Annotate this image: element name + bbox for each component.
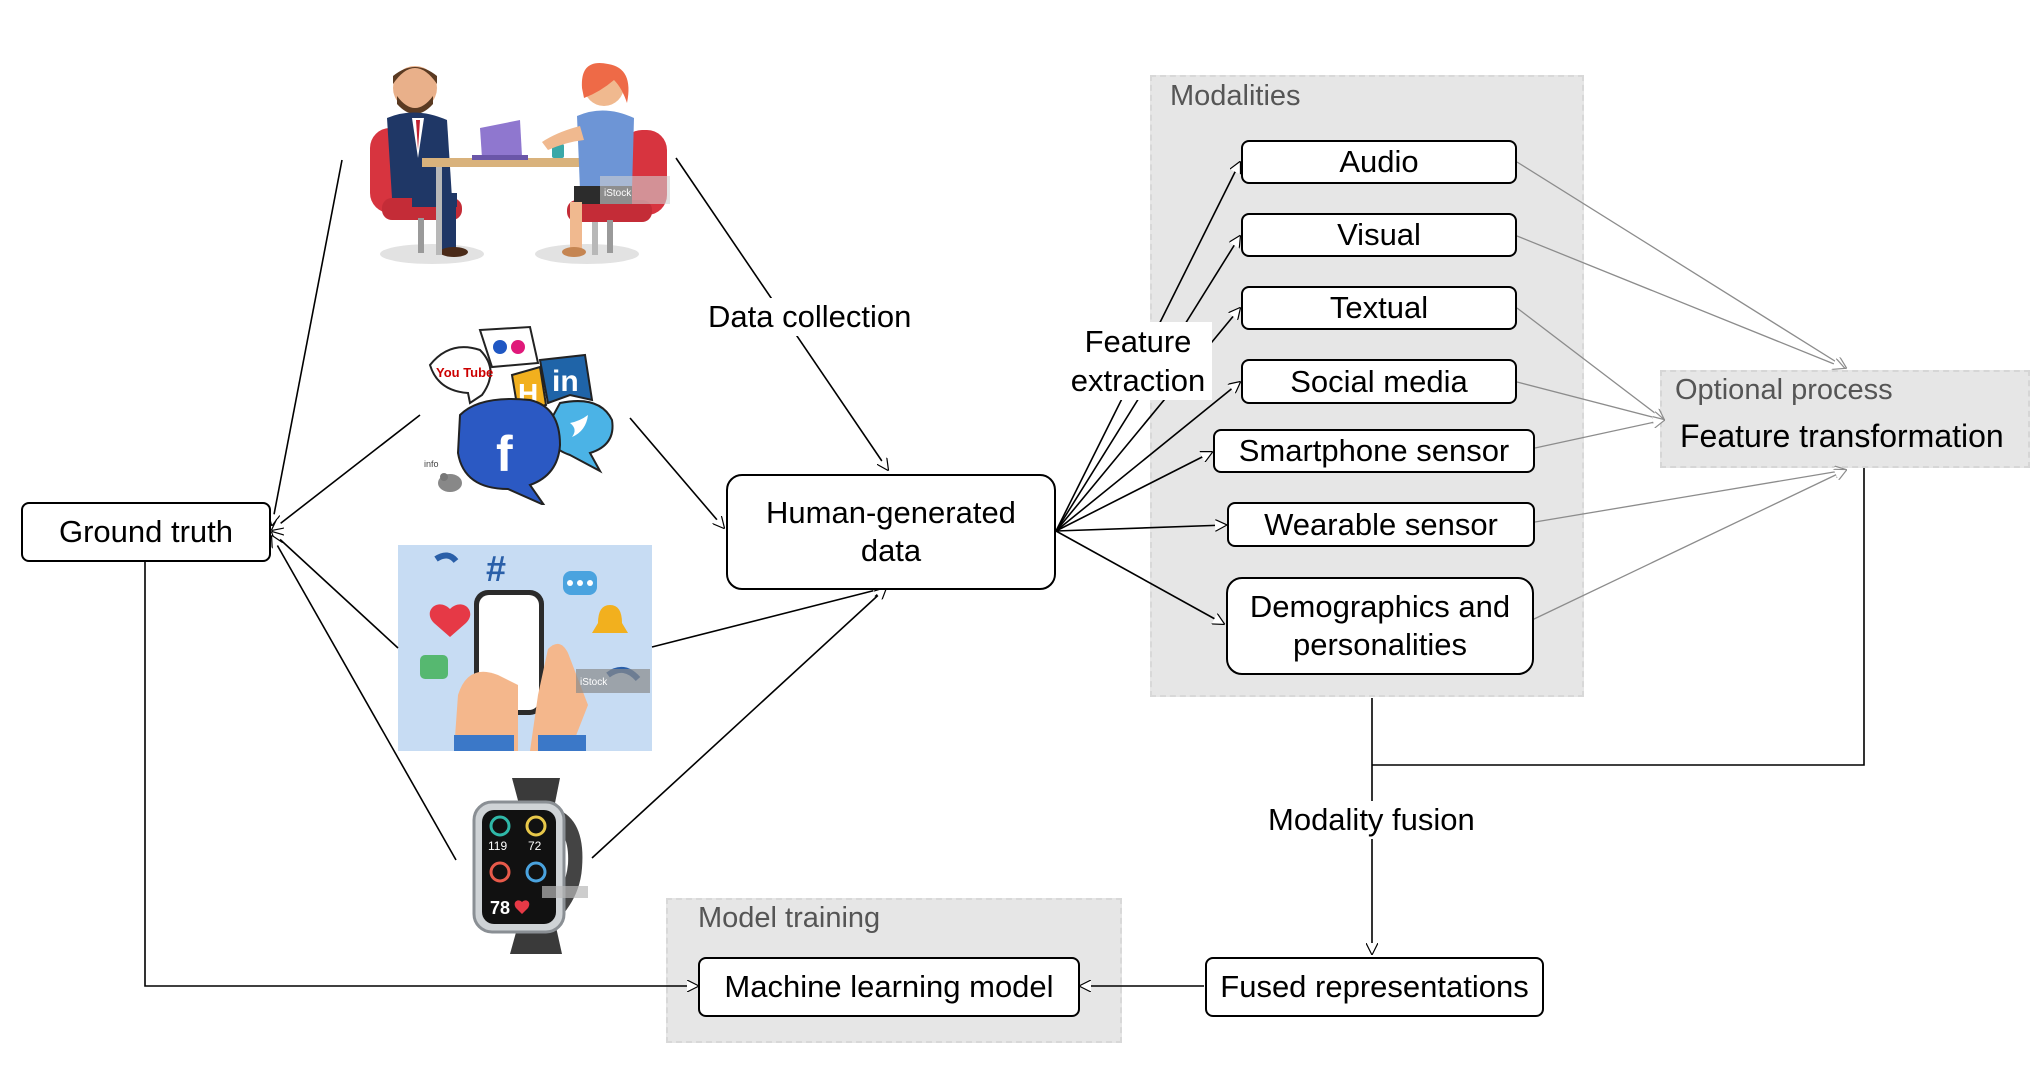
- edge-data-to-demographics: [1055, 530, 1224, 624]
- wearable-sensor-node: Wearable sensor: [1227, 502, 1535, 547]
- edge-social-media-to-transformation: [1516, 381, 1664, 420]
- edge-phone-to-ground-truth: [272, 532, 399, 649]
- visual-node: Visual: [1241, 213, 1517, 257]
- data-collection-label: Data collection: [708, 298, 912, 336]
- edge-data-to-wearable-sensor: [1055, 525, 1226, 532]
- modality-fusion-label: Modality fusion: [1268, 801, 1475, 839]
- watch-readout-3: 78: [490, 898, 510, 918]
- social-apps-illustration: You Tube in H f info: [420, 325, 630, 505]
- edge-watch-to-ground-truth: [272, 536, 457, 861]
- demographics-node: Demographics and personalities: [1226, 577, 1534, 675]
- watch-readout-1: 119: [488, 839, 507, 853]
- interview-illustration: iStock: [352, 58, 674, 280]
- model-training-title: Model training: [698, 902, 881, 934]
- linkedin-logo: in: [552, 365, 579, 398]
- edge-data-to-social-media: [1055, 382, 1240, 532]
- textual-node: Textual: [1241, 286, 1517, 330]
- edge-social-to-ground-truth: [272, 414, 421, 530]
- edge-demographics-to-transformation: [1531, 470, 1846, 621]
- ground-truth-node: Ground truth: [21, 502, 271, 562]
- edge-phone-to-human-data: [651, 588, 884, 648]
- facebook-logo: f: [496, 426, 513, 482]
- youtube-logo: You Tube: [436, 365, 493, 380]
- edge-smartphone-to-transformation: [1534, 420, 1664, 449]
- edge-audio-to-transformation: [1516, 161, 1846, 368]
- edge-watch-to-human-data: [591, 588, 886, 859]
- smartphone-illustration: # iStock: [398, 545, 652, 751]
- edge-data-to-smartphone-sensor: [1055, 452, 1212, 532]
- optional-process-title: Optional process: [1675, 374, 1893, 406]
- machine-learning-model-node: Machine learning model: [698, 957, 1080, 1017]
- smartphone-watermark: iStock: [580, 677, 608, 688]
- info-logo: info: [424, 459, 439, 469]
- edge-transformation-to-fusion: [1372, 468, 1865, 766]
- edge-interview-to-ground-truth: [272, 159, 343, 525]
- modalities-group-title: Modalities: [1170, 80, 1301, 112]
- smartphone-sensor-node: Smartphone sensor: [1213, 429, 1535, 473]
- edge-visual-to-transformation: [1516, 235, 1844, 368]
- audio-node: Audio: [1241, 140, 1517, 184]
- smartwatch-illustration: 119 72 78: [450, 778, 592, 954]
- edge-ground-truth-to-ml-model: [144, 562, 698, 986]
- fused-representations-node: Fused representations: [1205, 957, 1544, 1017]
- interview-watermark: iStock: [604, 188, 632, 199]
- watch-readout-2: 72: [528, 839, 542, 853]
- edge-wearable-to-transformation: [1534, 470, 1846, 523]
- svg-text:#: #: [486, 548, 506, 589]
- edge-textual-to-transformation: [1516, 307, 1664, 420]
- edge-social-to-human-data: [629, 417, 724, 528]
- human-generated-data-node: Human-generated data: [726, 474, 1056, 590]
- social-media-node: Social media: [1241, 359, 1517, 404]
- feature-extraction-label: Feature extraction: [1064, 322, 1212, 400]
- feature-transformation-label: Feature transformation: [1680, 418, 2004, 454]
